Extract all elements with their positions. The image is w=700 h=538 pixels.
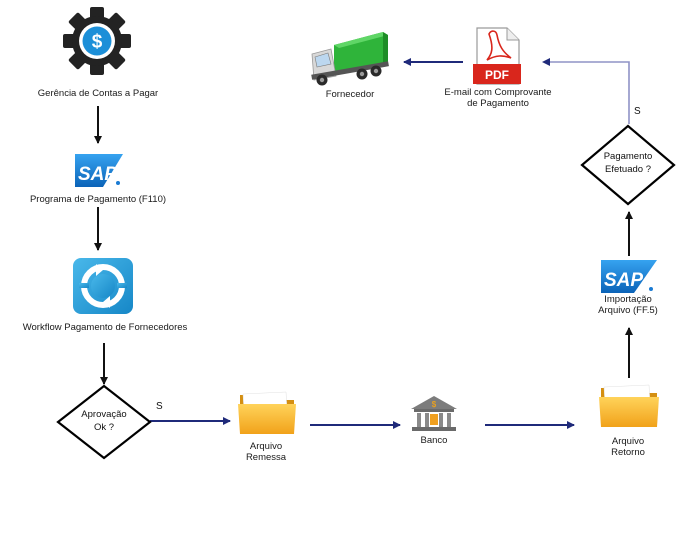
email-label-line1: E-mail com Comprovante [444,87,552,98]
aprovacao-label-line2: Ok ? [93,422,115,433]
aprovacao-yes-label: S [156,401,163,412]
arrow-pagamento-to-email [542,58,630,124]
retorno-label-line1: Arquivo [611,436,645,447]
remessa-label-line2: Remessa [245,452,287,463]
pdf-document-icon: PDF [473,27,521,85]
remessa-label: Arquivo Remessa [228,441,304,463]
workflow-label: Workflow Pagamento de Fornecedores [22,322,188,333]
truck-icon [311,32,389,86]
sap-logo-icon-importacao: SAP [601,260,657,293]
programa-label: Programa de Pagamento (F110) [29,194,167,205]
bank-icon: $ [411,396,457,431]
sap-logo-icon: SAP [75,154,123,187]
pagamento-yes-label: S [634,106,641,117]
aprovacao-decision-diamond [56,384,152,460]
importacao-label: Importação Arquivo (FF.5) [580,294,676,316]
remessa-label-line1: Arquivo [249,441,283,452]
pagamento-decision-diamond [580,124,676,206]
svg-text:$: $ [92,32,103,53]
pagamento-label: Pagamento Efetuado ? [588,150,668,176]
folder-icon-retorno [599,384,659,427]
svg-text:$: $ [432,400,437,409]
pdf-badge-text: PDF [485,68,509,82]
gerencia-label: Gerência de Contas a Pagar [37,88,159,99]
pagamento-label-line2: Efetuado ? [605,164,651,175]
retorno-label-line2: Retorno [611,447,645,458]
email-label: E-mail com Comprovante de Pagamento [432,87,564,109]
email-label-line2: de Pagamento [467,98,529,109]
sap-logo-text: SAP [78,164,117,185]
fornecedor-label: Fornecedor [325,89,375,100]
importacao-label-line1: Importação [604,294,652,305]
pagamento-label-line1: Pagamento [603,151,653,162]
importacao-label-line2: Arquivo (FF.5) [598,305,658,316]
workflow-cycle-icon [73,258,133,314]
aprovacao-label: Aprovação Ok ? [64,408,144,434]
banco-label: Banco [420,435,448,446]
sap-logo-text-importacao: SAP [604,270,643,291]
dollar-gear-icon: $ [63,7,131,75]
retorno-label: Arquivo Retorno [590,436,666,458]
folder-icon-remessa [238,391,296,434]
aprovacao-label-line1: Aprovação [81,409,127,420]
